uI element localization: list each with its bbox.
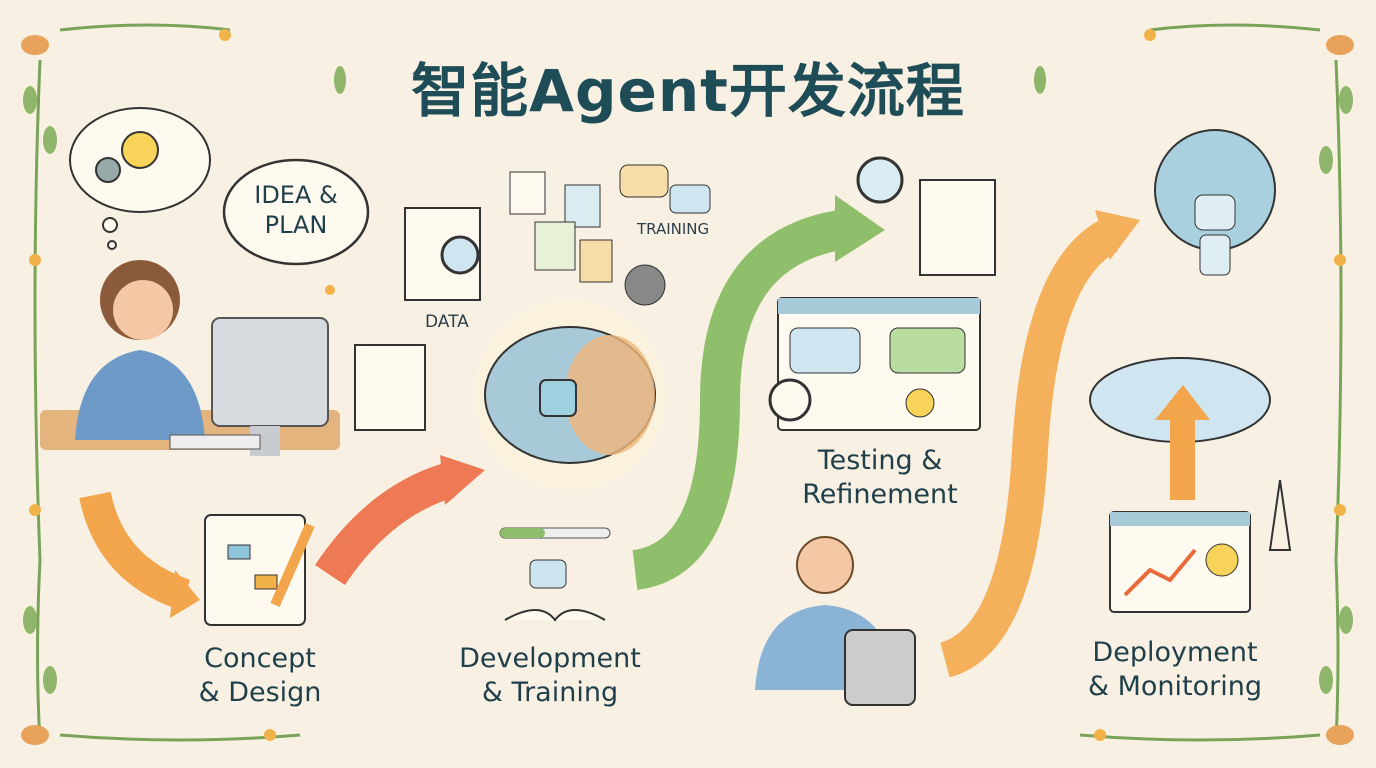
arrow-deployment-head <box>1095 210 1140 260</box>
idea-bubble-line1: IDEA & <box>254 181 338 209</box>
training-progress-fill <box>500 528 545 538</box>
data-documents <box>354 164 711 431</box>
arrow-deployment <box>939 218 1119 678</box>
idea-speech-bubble <box>222 158 370 266</box>
tester-with-tablet <box>755 536 916 706</box>
design-notepad <box>204 514 315 626</box>
testing-browser-window <box>768 297 981 431</box>
stage-testing-refinement: Testing & Refinement <box>790 444 970 512</box>
stage-title-line1: Deployment <box>1092 637 1258 668</box>
data-label: DATA <box>425 312 469 332</box>
monitoring-dashboard <box>1109 479 1292 613</box>
stage-title-line1: Concept <box>204 643 316 674</box>
ai-brain <box>475 300 665 490</box>
testing-clipboard-and-magnifier <box>856 156 996 276</box>
robot-reading-book <box>504 559 606 622</box>
idea-bubble-line2: PLAN <box>264 211 328 239</box>
developer-at-computer <box>40 260 340 456</box>
thought-cloud <box>69 107 211 250</box>
arrow-development <box>315 462 456 586</box>
arrow-development-head <box>440 455 485 505</box>
stage-concept-design: Concept & Design <box>170 642 350 710</box>
arrow-concept <box>79 491 191 611</box>
stage-development-training: Development & Training <box>450 642 650 710</box>
leaf-decorations <box>23 66 1353 694</box>
vine-border <box>33 23 1343 742</box>
arrow-testing <box>631 210 844 590</box>
globe-with-robot <box>1154 129 1276 276</box>
stage-title-line1: Testing & <box>817 445 943 476</box>
stage-title-line2: & Training <box>481 677 619 708</box>
stage-title-line2: Refinement <box>802 479 958 510</box>
page-title: 智能Agent开发流程 <box>411 57 965 125</box>
stage-title-line2: & Design <box>198 677 322 708</box>
idea-bubble-text: IDEA & PLAN <box>230 180 362 240</box>
stage-title-line2: & Monitoring <box>1087 671 1263 702</box>
stage-deployment-monitoring: Deployment & Monitoring <box>1070 636 1280 704</box>
arrow-concept-head <box>170 570 200 618</box>
cloud-upload <box>1089 357 1271 500</box>
corner-leaves <box>21 35 1354 745</box>
stars <box>29 29 1346 741</box>
training-label: TRAINING <box>637 220 710 238</box>
stage-title-line1: Development <box>459 643 641 674</box>
arrow-testing-head <box>835 195 885 262</box>
